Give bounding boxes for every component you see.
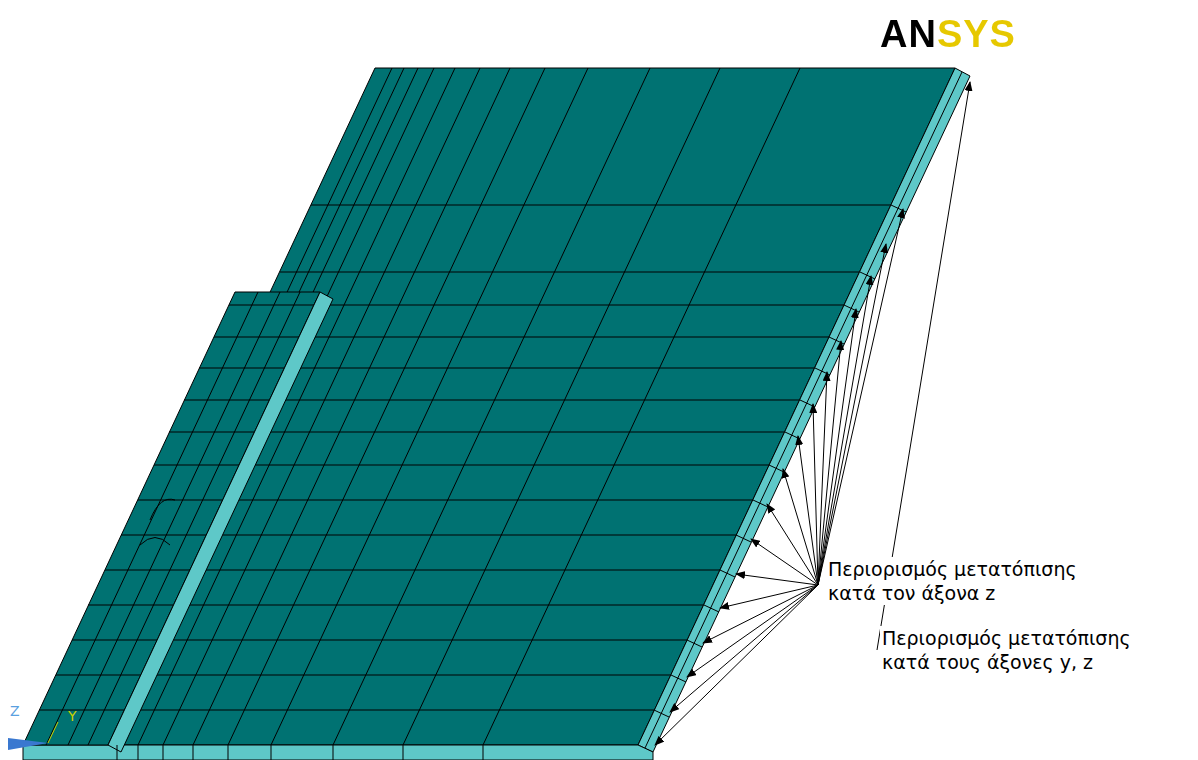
rib-mesh — [39, 292, 314, 745]
plate-front-face — [23, 745, 653, 760]
logo-text: ANSYS — [880, 14, 1016, 54]
axis-label: Y — [68, 708, 77, 724]
rib-face — [23, 292, 320, 745]
constraint-note: Περιορισμός μετατόπισης κατά τους άξονες… — [880, 626, 1168, 674]
axis-label: Z — [10, 703, 20, 719]
rib-side-face — [108, 292, 333, 752]
axis-triad — [8, 722, 58, 750]
bottom-face-mesh — [117, 745, 483, 760]
constraint-note: Περιορισμός μετατόπισης κατά τον άξονα z — [826, 557, 1114, 605]
